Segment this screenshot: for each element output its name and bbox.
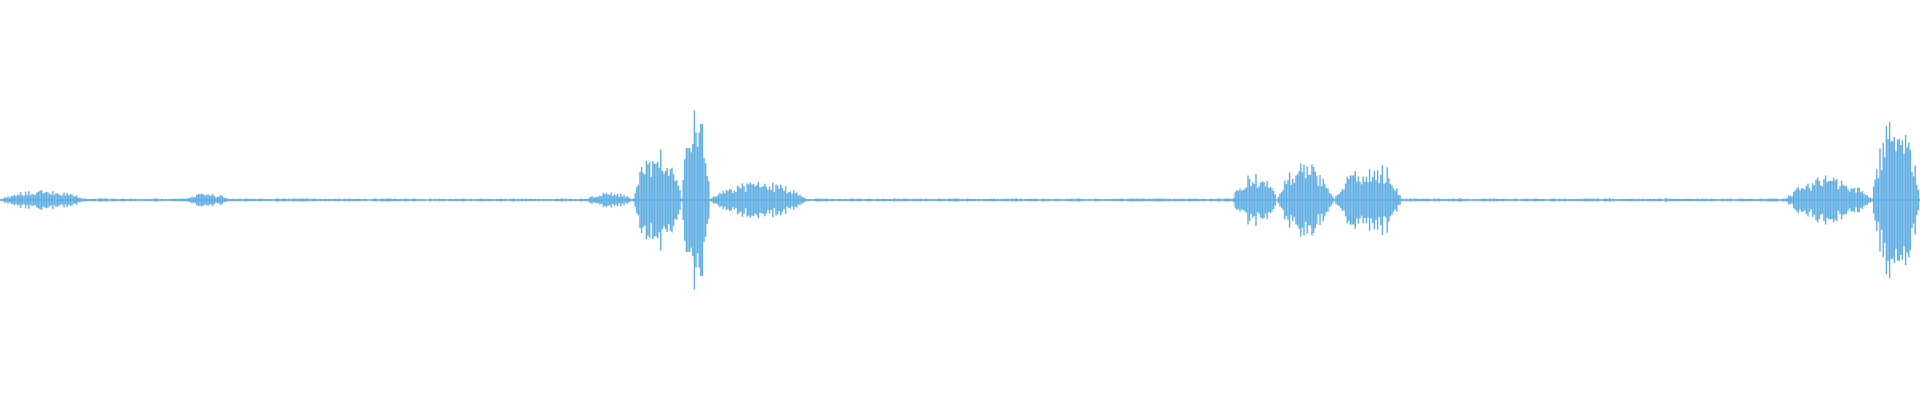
waveform-panel[interactable]: [0, 0, 1920, 400]
audio-waveform[interactable]: [0, 0, 1920, 400]
